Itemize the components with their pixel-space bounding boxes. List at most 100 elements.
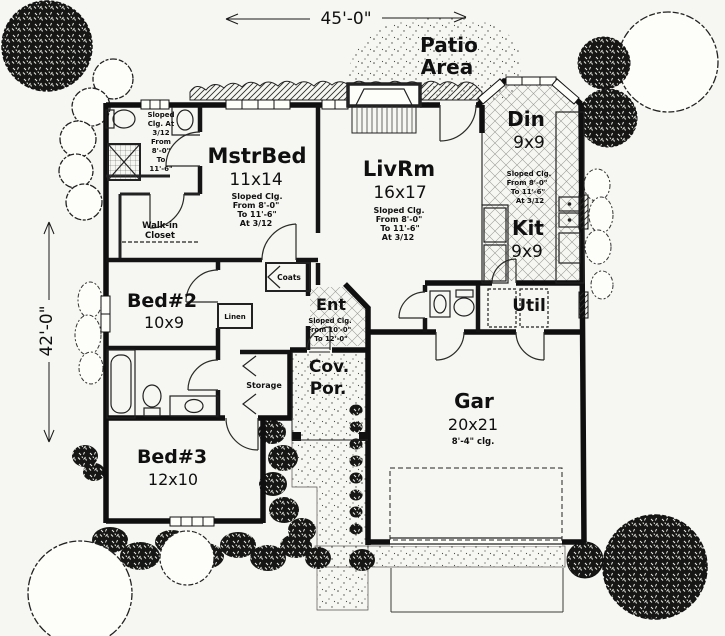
door-front-entry: [306, 326, 331, 351]
door-patio: [439, 104, 477, 142]
din-note-1: Sloped Clg.: [507, 170, 552, 178]
covered-porch-edge: [291, 352, 368, 441]
mbath-note-2: Clg. At: [148, 120, 175, 128]
shrubs-outline-right-wall: [583, 168, 614, 300]
half-bath-fixtures: [429, 289, 475, 318]
bush-dense-top-right-1: [577, 36, 631, 90]
room-labels: Patio Area MstrBed 11x14 Sloped Clg. Fro…: [127, 33, 551, 489]
entry-threshold: [309, 347, 330, 353]
door-hall-bath: [187, 359, 219, 391]
livrm-note-2: From 8'-0": [376, 215, 423, 224]
interior-walls: [106, 105, 481, 418]
tree-dense-bottom-right: [602, 514, 708, 620]
tree-outline-bottom-left-small: [159, 530, 215, 586]
windows: [100, 76, 589, 527]
hedge-top-wall: [189, 80, 483, 101]
toilet-bowl: [453, 297, 475, 317]
driveway: [390, 568, 564, 613]
floor-textures: [291, 17, 581, 613]
mbath-note-3: 3/12: [152, 129, 169, 137]
washer: [487, 288, 517, 328]
door-half-bath: [398, 291, 426, 319]
ent-note-1: Sloped Clg.: [308, 317, 351, 325]
bed3-size: 12x10: [148, 470, 198, 489]
toilet-bowl: [142, 384, 162, 408]
door-master-bath: [165, 131, 201, 167]
mbath-note-7: 11'-6": [149, 165, 172, 173]
bush-dense-bottom-right: [566, 541, 604, 579]
shower-x: [107, 143, 141, 181]
window-dining-bay-right: [551, 78, 580, 105]
din-note-4: At 3/12: [516, 197, 544, 205]
door-kitchen-utility: [491, 258, 517, 284]
toilet-bowl: [112, 109, 136, 129]
kit-size: 9x9: [511, 242, 543, 262]
window-master-bath: [140, 99, 170, 110]
util-name: Util: [512, 296, 546, 316]
dim-height-label: 42'-0": [37, 305, 57, 356]
fixtures: [105, 82, 585, 546]
bed3-name: Bed#3: [137, 446, 207, 468]
tree-dense-top-left: [1, 0, 93, 92]
din-note-3: To 11'-6": [511, 188, 545, 196]
refrigerator: [483, 207, 507, 243]
vanity-sink: [184, 398, 204, 414]
gar-size: 20x21: [448, 415, 498, 434]
window-dining-bay-left: [477, 78, 506, 105]
door-bed2: [185, 269, 219, 303]
window-utility: [578, 291, 589, 319]
door-garage-1: [435, 331, 465, 361]
din-name: Din: [507, 107, 545, 131]
mbath-note-4: From: [151, 138, 171, 146]
vanity: [169, 395, 219, 417]
mstrbed-note-1: Sloped Clg.: [231, 192, 282, 201]
bushes-dense-bottom-row: [92, 527, 331, 571]
sink-bowl-2: [558, 212, 581, 228]
vanity-sink: [176, 109, 194, 131]
utility-appliances: [487, 288, 549, 328]
ent-note-2: From 10'-0": [307, 326, 351, 334]
bush-dense-top-right-2: [578, 88, 638, 148]
walkin-label-2: Closet: [145, 231, 175, 241]
door-garage-2: [515, 331, 545, 361]
coats-label: Coats: [277, 273, 301, 282]
linen-closet: [217, 303, 253, 329]
pantry: [483, 244, 507, 282]
window-bed2-west: [100, 295, 111, 333]
mstrbed-note-4: At 3/12: [240, 219, 272, 228]
livrm-note-4: At 3/12: [382, 233, 414, 242]
garage-door: [390, 537, 562, 546]
toilet-tank: [455, 289, 474, 298]
range: [558, 232, 581, 264]
dim-width-label: 45'-0": [320, 9, 371, 29]
storage-door-chevrons: [242, 355, 257, 415]
doors: [149, 104, 545, 451]
window-dining-bay-top: [505, 76, 557, 86]
gar-note: 8'-4" clg.: [452, 437, 495, 447]
kit-name: Kit: [512, 216, 544, 240]
ent-note-3: To 12'-0": [314, 335, 347, 343]
livrm-note-3: To 11'-6": [380, 224, 419, 233]
porch-posts: [292, 432, 368, 441]
tree-outline-top-right: [617, 11, 719, 113]
linen-label: Linen: [224, 313, 246, 321]
mstrbed-name: MstrBed: [207, 144, 306, 168]
door-bed3: [225, 417, 259, 451]
livrm-note-1: Sloped Clg.: [373, 206, 424, 215]
partition-walls: [106, 174, 200, 258]
storage-label: Storage: [246, 381, 282, 390]
patio-label-1: Patio: [420, 33, 478, 57]
entry-tile-floor: [310, 287, 366, 346]
livrm-name: LivRm: [363, 157, 435, 181]
hall-bath-fixtures: [106, 349, 219, 419]
sink-cabinet: [429, 290, 451, 318]
toilet-tank: [105, 109, 115, 129]
tub: [106, 349, 136, 419]
tree-outline-bottom-left-large: [27, 540, 133, 636]
shrubs-outline-left-wall: [74, 281, 104, 385]
tub-inner: [110, 354, 132, 414]
mstrbed-size: 11x14: [229, 170, 282, 190]
